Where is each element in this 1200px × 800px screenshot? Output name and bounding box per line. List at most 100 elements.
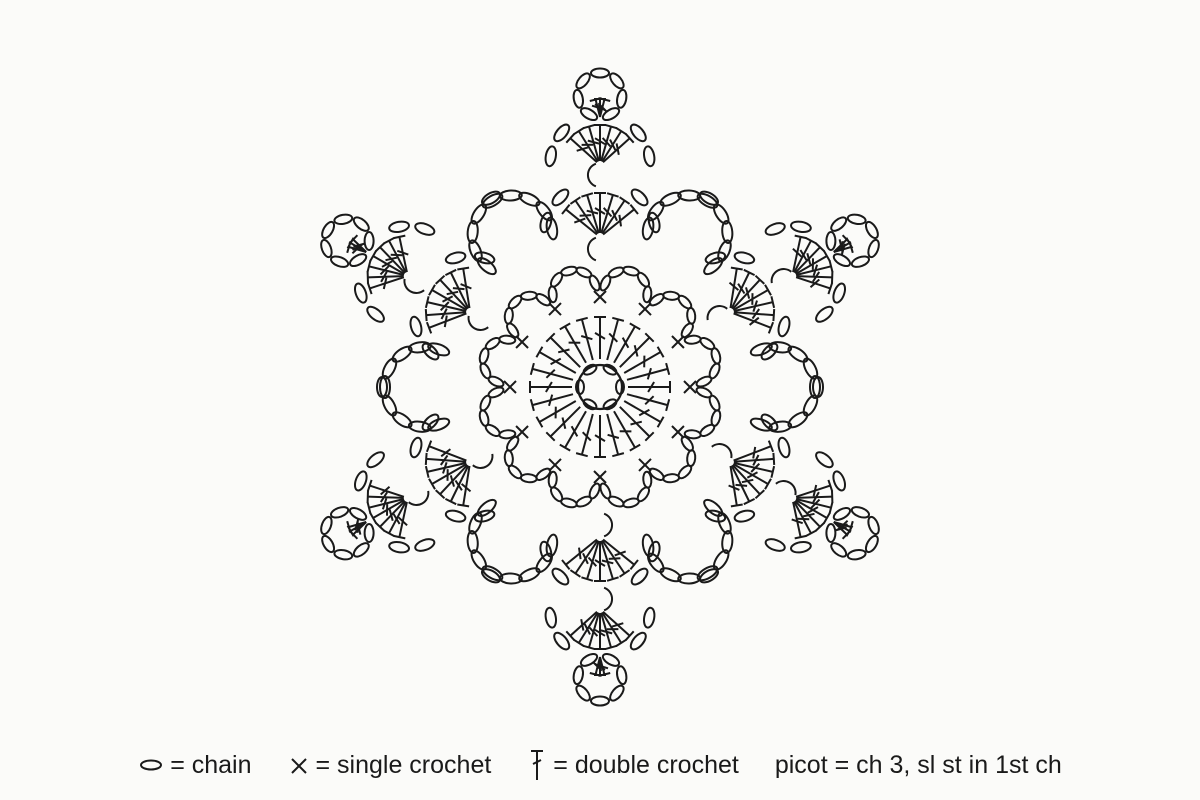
- dc-top-bar: [366, 260, 372, 273]
- dc-top-bar: [435, 489, 446, 500]
- dc-cross-bar: [644, 395, 655, 406]
- dc-cross-bar: [812, 264, 819, 277]
- chain-stitch: [764, 222, 786, 236]
- dc-top-bar: [457, 266, 470, 271]
- double-crochet-stitch: [613, 410, 641, 452]
- double-crochet-stitch: [795, 260, 834, 277]
- single-crochet-stitch: [683, 380, 697, 394]
- chain-stitch: [696, 192, 719, 209]
- dc-top-bar: [770, 296, 776, 309]
- chain-stitch: [867, 515, 880, 536]
- double-crochet-stitch: [601, 539, 631, 578]
- double-crochet-stitch: [545, 332, 581, 368]
- dc-top-bar: [444, 498, 457, 506]
- chain-stitch: [686, 306, 697, 325]
- fan-base-arc: [770, 268, 792, 284]
- chain-stitch: [551, 567, 570, 586]
- dc-top-bar: [823, 512, 831, 524]
- double-crochet-stitch: [366, 490, 404, 503]
- dc-stem: [602, 208, 635, 236]
- chain-stitch: [698, 190, 720, 206]
- chain-stitch: [825, 523, 837, 543]
- fan-base-arc: [403, 278, 425, 294]
- dc-cross-bar: [751, 308, 761, 320]
- chain-stitch: [629, 631, 647, 651]
- chain-stitch: [683, 429, 702, 440]
- chain-stitch: [519, 290, 538, 301]
- chain-stitch: [846, 549, 867, 561]
- single-crochet-stitch: [638, 458, 652, 472]
- dc-stem: [586, 540, 600, 580]
- chain-stitch: [353, 470, 368, 492]
- dc-top-bar: [794, 534, 807, 540]
- double-crochet-stitch: [529, 381, 572, 393]
- dc-cross-bar: [381, 260, 393, 268]
- dc-top-bar: [535, 346, 544, 358]
- chain-stitch: [733, 251, 756, 265]
- dc-cross-bar: [633, 344, 639, 357]
- crochet-snowflake-diagram: [320, 67, 880, 707]
- chain-stitch: [777, 436, 791, 459]
- double-crochet-stitch: [728, 465, 743, 508]
- double-crochet-stitch: [545, 406, 581, 442]
- dc-stem: [532, 393, 574, 407]
- double-crochet-stitch: [575, 316, 594, 361]
- dc-cross-bar: [602, 207, 613, 218]
- double-crochet-stitch: [369, 250, 405, 275]
- double-crochet-stitch: [582, 123, 600, 162]
- chain-stitch: [321, 534, 336, 554]
- double-crochet-stitch: [424, 461, 467, 478]
- dc-stem: [623, 351, 662, 374]
- chain-stitch: [588, 274, 601, 292]
- dc-top-bar: [582, 123, 595, 130]
- dc-stem: [538, 351, 577, 374]
- dc-stem: [588, 126, 600, 162]
- double-crochet-stitch: [594, 541, 606, 582]
- dc-cross-bar: [548, 394, 554, 407]
- double-crochet-stitch: [383, 237, 407, 273]
- double-crochet-stitch: [619, 406, 655, 442]
- dc-stem: [795, 276, 831, 290]
- dc-top-bar: [424, 309, 428, 322]
- dc-stem: [431, 289, 468, 311]
- dc-stem: [426, 461, 467, 473]
- dc-cross-bar: [379, 491, 388, 503]
- arm-base-arc: [603, 512, 613, 538]
- sc-stroke: [593, 290, 607, 304]
- dc-top-bar: [754, 489, 765, 500]
- chain-stitch: [787, 411, 809, 429]
- double-crochet-stitch: [366, 276, 405, 295]
- dc-cross-bar: [752, 446, 757, 459]
- double-crochet-stitch: [730, 465, 756, 506]
- dc-cross-bar: [382, 277, 388, 290]
- chain-stitch: [832, 506, 852, 521]
- dc-top-bar: [764, 284, 772, 296]
- dc-cross-bar: [440, 308, 448, 320]
- arm-base-arc: [472, 453, 494, 469]
- dc-top-bar: [767, 440, 775, 453]
- chain-stitch: [330, 506, 350, 519]
- chain-stitch: [790, 540, 812, 554]
- double-crochet-stitch: [424, 308, 467, 322]
- dc-stem: [577, 611, 599, 644]
- dc-top-bar: [383, 529, 395, 537]
- dc-stem: [731, 279, 761, 310]
- chain-stitch: [503, 449, 514, 468]
- chain-stitch: [444, 251, 467, 265]
- dc-cross-bar: [594, 559, 606, 567]
- sc-stroke: [638, 458, 652, 472]
- dc-top-bar: [754, 274, 765, 285]
- double-crochet-stitch: [424, 296, 467, 313]
- dc-stem: [549, 406, 581, 438]
- dc-top-bar: [805, 529, 817, 537]
- dc-top-bar: [424, 465, 430, 478]
- double-crochet-stitch: [795, 276, 834, 295]
- double-crochet-stitch: [623, 346, 665, 374]
- dc-top-bar: [582, 644, 595, 651]
- dc-cross-bar: [379, 265, 390, 276]
- dc-top-bar: [772, 309, 776, 322]
- dc-stem: [538, 400, 577, 423]
- chain-stitch: [330, 255, 350, 268]
- dc-stem: [564, 410, 587, 449]
- dc-cross-bar: [835, 526, 847, 532]
